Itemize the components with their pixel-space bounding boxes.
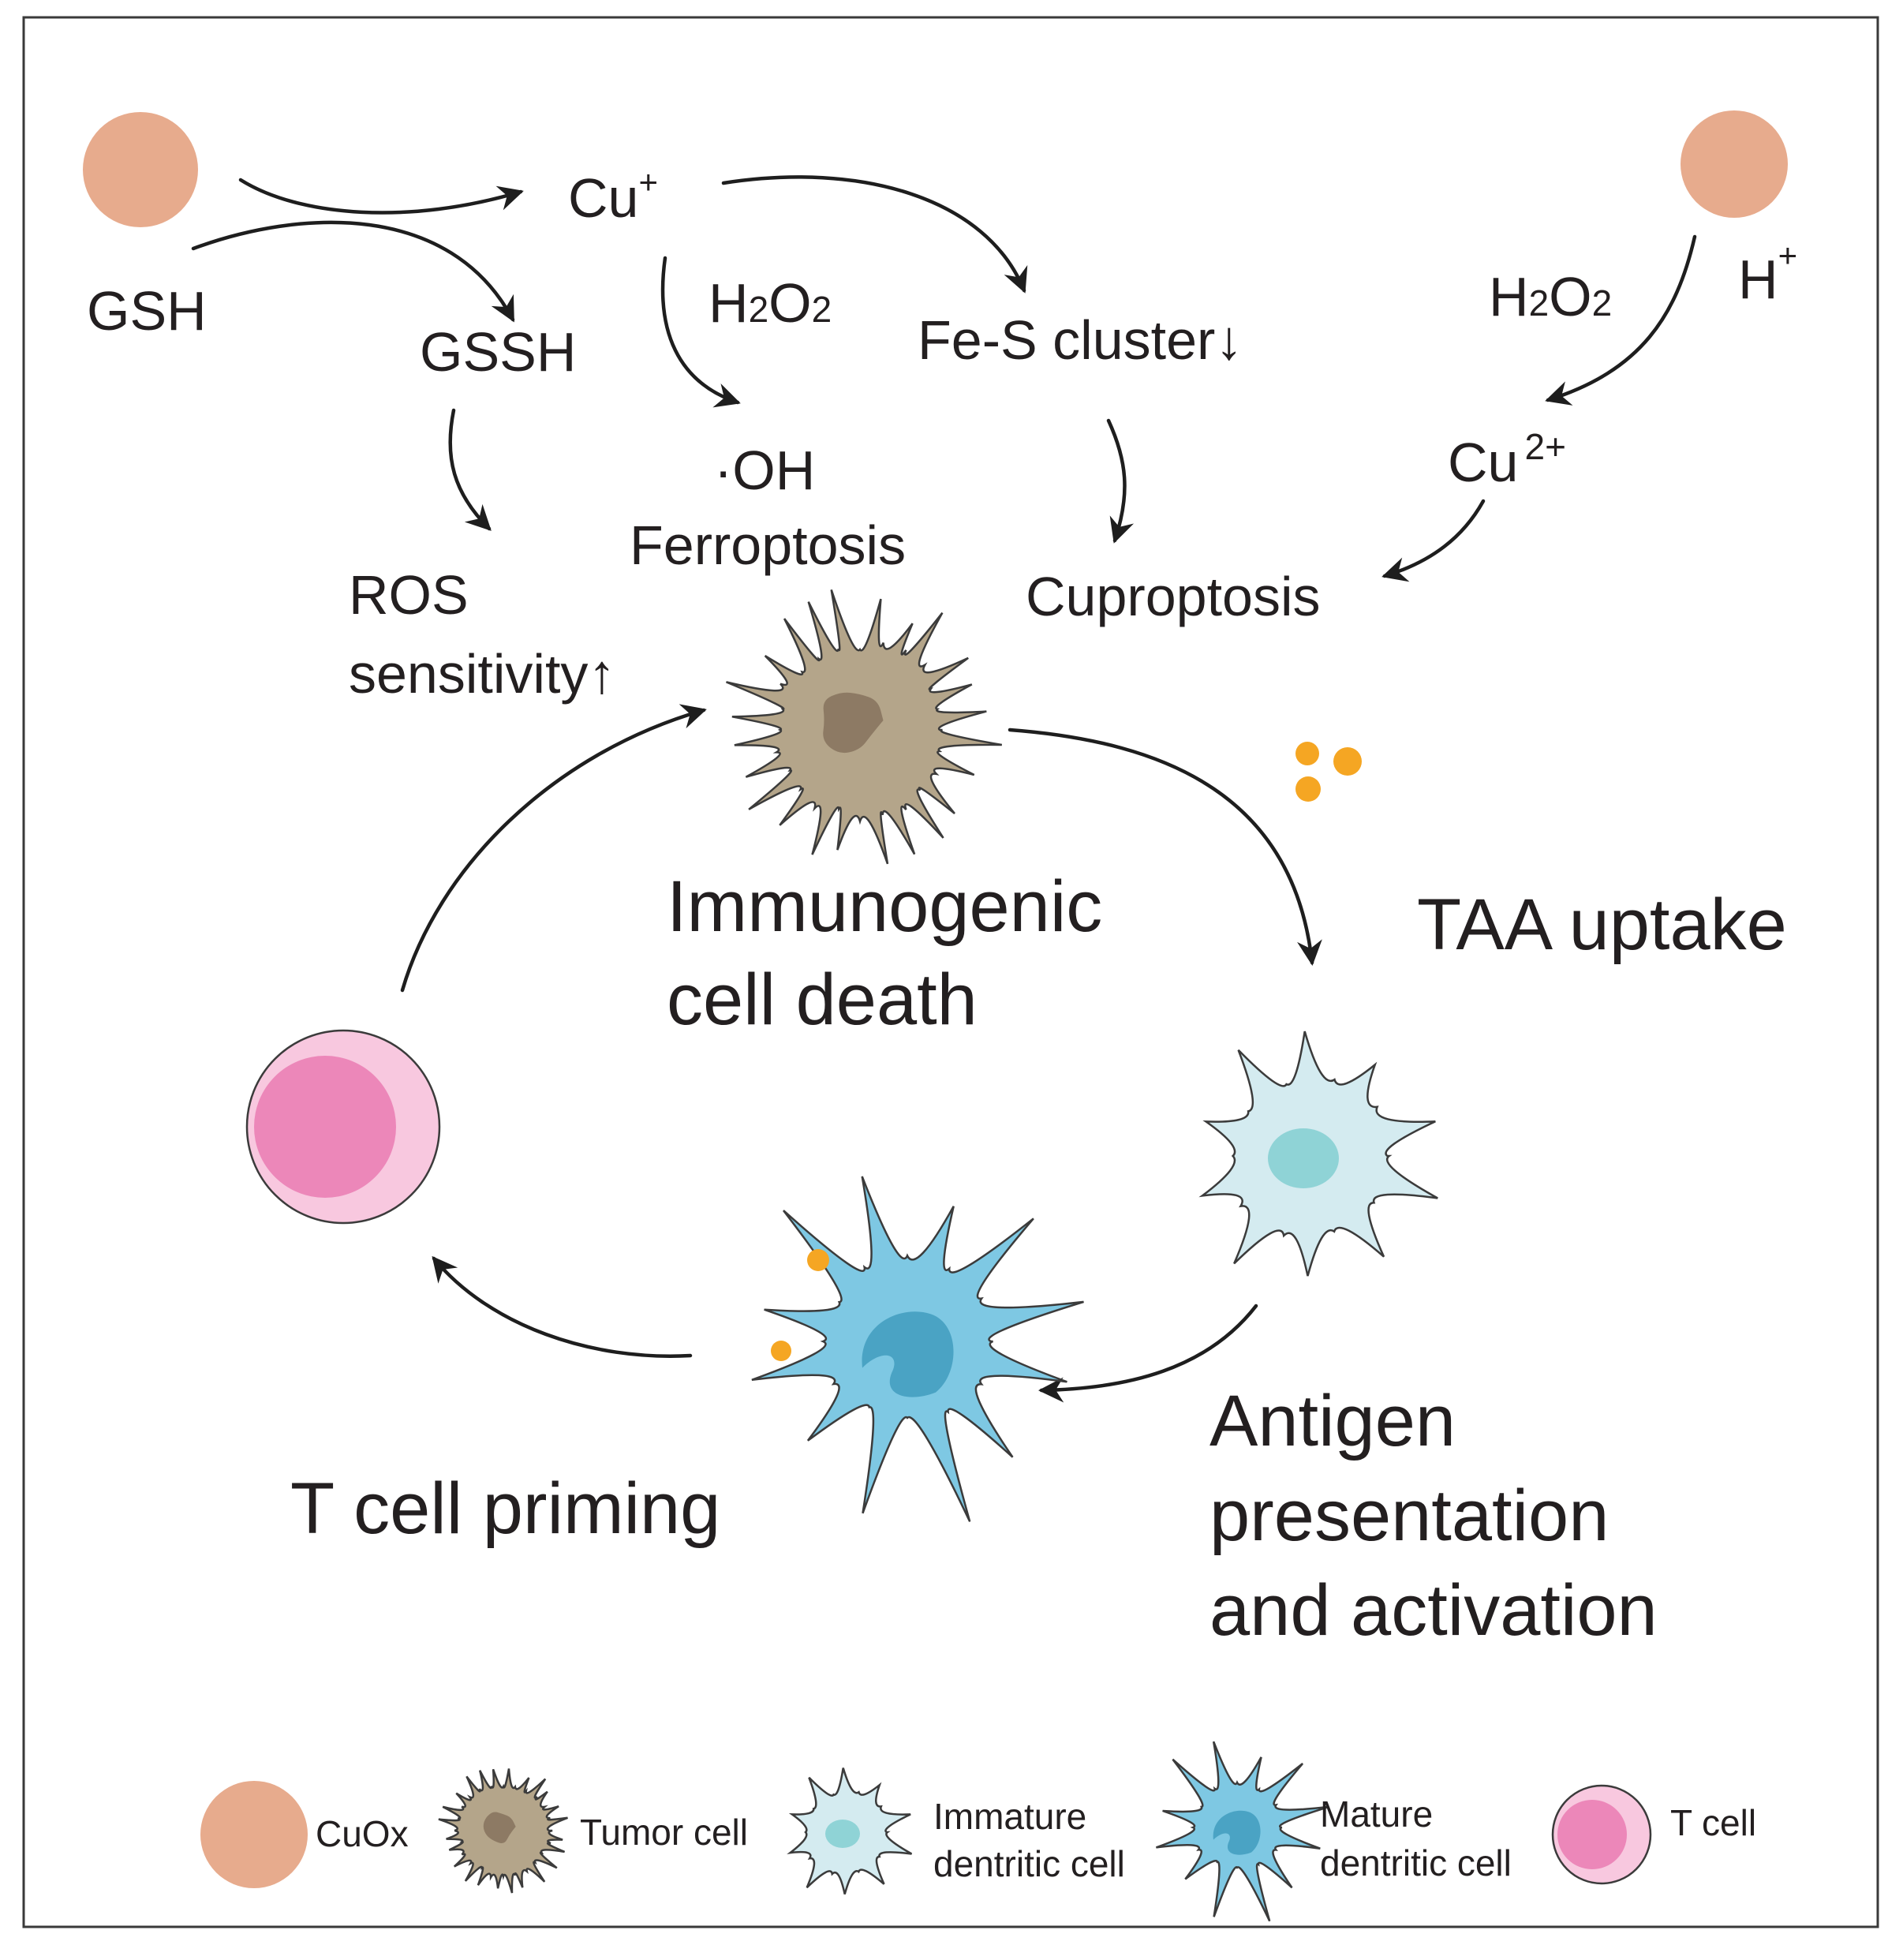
t-cell	[245, 1029, 441, 1225]
legend-mature-dc-swatch	[1155, 1741, 1329, 1922]
arrow-mature-dc-to-t-cell	[432, 1255, 693, 1358]
arrow-t-cell-to-tumor	[400, 704, 707, 993]
legend-immature-dc-label-line1: Immature	[933, 1796, 1086, 1837]
legend-mature-dc-label-line1: Mature	[1320, 1794, 1433, 1835]
arrow-icd-to-taa	[1008, 728, 1322, 966]
legend: CuOx Tumor cell Immature dentritic cell …	[200, 1741, 1756, 1922]
legend-immature-dc-swatch	[787, 1767, 913, 1895]
taa-uptake-label: TAA uptake	[1417, 885, 1787, 965]
legend-tumor-cell-swatch	[438, 1768, 568, 1894]
icd-label-line2: cell death	[667, 959, 978, 1040]
antigen-label-line2: presentation	[1209, 1476, 1609, 1556]
tumor-cell	[726, 589, 1003, 865]
legend-mature-dc-label-line2: dentritic cell	[1320, 1842, 1512, 1883]
icd-label-line1: Immunogenic	[667, 866, 1102, 947]
h2o2-label-right: H2O2	[1489, 266, 1612, 327]
mature-dc-antigen-2	[771, 1341, 791, 1361]
oh-radical-label: ·OH	[714, 440, 815, 501]
t-cell-priming-label: T cell priming	[290, 1468, 720, 1549]
antigen-particles	[1295, 742, 1362, 802]
legend-t-cell-label: T cell	[1670, 1802, 1756, 1843]
cu-plus-label: Cu+	[568, 163, 658, 229]
antigen-label-line1: Antigen	[1209, 1381, 1456, 1461]
figure-frame	[22, 16, 1879, 1928]
legend-tumor-cell-label: Tumor cell	[580, 1812, 748, 1853]
fes-cluster-label: Fe-S cluster↓	[918, 309, 1243, 371]
legend-immature-dc-label-line2: dentritic cell	[933, 1843, 1125, 1884]
cuox-particle-left	[83, 112, 198, 227]
h2o2-label-left: H2O2	[708, 272, 832, 334]
arrow-fes-to-cuproptosis	[1106, 418, 1135, 544]
immature-dendritic-cell	[1198, 1030, 1438, 1277]
ferroptosis-label: Ferroptosis	[630, 514, 906, 576]
ros-label: ROS	[349, 564, 469, 626]
cuproptosis-label: Cuproptosis	[1026, 566, 1321, 627]
legend-t-cell-swatch	[1551, 1784, 1652, 1885]
legend-cuox-label: CuOx	[316, 1813, 409, 1854]
arrow-cu2-plus-to-cuproptosis	[1381, 499, 1486, 582]
arrow-immature-to-mature-dc	[1038, 1304, 1258, 1403]
arrow-gsh-to-gssh	[191, 220, 515, 323]
mature-dendritic-cell	[751, 1176, 1084, 1522]
h-plus-label: H+	[1738, 237, 1797, 310]
legend-cuox-swatch	[200, 1781, 308, 1888]
cuox-particle-right	[1681, 110, 1788, 218]
mature-dc-antigen-1	[807, 1249, 829, 1271]
arrow-cu-plus-to-oh	[660, 256, 741, 408]
arrow-cuox-to-cu-plus	[238, 178, 524, 215]
arrow-cu-plus-to-fes	[721, 175, 1028, 294]
arrow-gssh-to-ros	[448, 408, 492, 531]
arrow-cuox-to-cu2-plus	[1545, 234, 1697, 406]
gsh-label: GSH	[87, 280, 207, 342]
antigen-label-line3: and activation	[1209, 1570, 1658, 1651]
ros-sensitivity-label: sensitivity↑	[349, 643, 615, 705]
gssh-label: GSSH	[420, 321, 576, 383]
